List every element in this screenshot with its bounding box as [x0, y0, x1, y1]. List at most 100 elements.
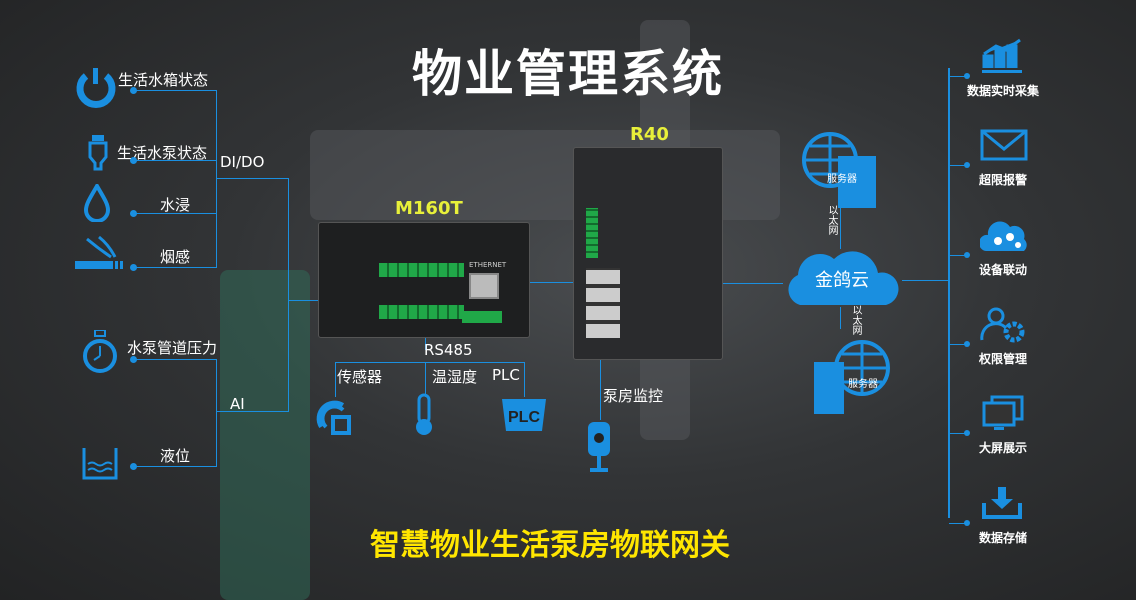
connector-line — [949, 344, 967, 345]
input-label: 烟感 — [160, 248, 191, 266]
connector-dot — [130, 264, 137, 271]
cloud-label: 金鸽云 — [815, 270, 869, 291]
bar-chart-icon — [982, 38, 1022, 73]
connector-line — [134, 359, 217, 360]
plc-icon: PLC — [502, 399, 546, 431]
connector-dot — [130, 87, 137, 94]
input-label: 生活水泵状态 — [117, 144, 208, 162]
camera-icon — [588, 422, 610, 472]
rs485-label: RS485 — [424, 341, 473, 359]
connector-line — [216, 411, 289, 412]
connector-line — [134, 267, 217, 268]
user-gear-icon — [980, 307, 1025, 343]
thermometer-icon — [416, 393, 432, 435]
cloud-icon — [788, 251, 899, 305]
connector-dot — [130, 157, 137, 164]
connector-dot — [964, 341, 970, 347]
terminal-block — [586, 208, 598, 258]
connector-dot — [964, 252, 970, 258]
bg-pump — [220, 270, 310, 600]
connector-line — [723, 283, 783, 284]
peripheral-label: 传感器 — [337, 368, 383, 386]
connector-line — [134, 160, 217, 161]
server-label: 服务器 — [848, 379, 878, 390]
stopwatch-icon — [83, 330, 117, 373]
terminal-block — [462, 311, 502, 323]
connector-dot — [130, 356, 137, 363]
connector-dot — [964, 162, 970, 168]
connector-line — [134, 213, 217, 214]
connector-line — [902, 280, 949, 281]
connector-line — [949, 165, 967, 166]
terminal-block — [379, 263, 464, 277]
slogan: 智慧物业生活泵房物联网关 — [370, 528, 730, 563]
connector-arrow — [840, 205, 841, 249]
connector-line — [216, 90, 217, 268]
terminal-block — [379, 305, 464, 319]
connector-line — [949, 76, 967, 77]
feature-label: 超限报警 — [978, 173, 1027, 187]
connector-dot — [130, 210, 137, 217]
feature-label: 数据实时采集 — [966, 84, 1039, 98]
page-title: 物业管理系统 — [412, 45, 724, 103]
connector-dot — [964, 73, 970, 79]
server-globe-icon — [802, 132, 876, 208]
dido-label: DI/DO — [220, 153, 265, 171]
m160t-device: ETHERNET — [318, 222, 530, 338]
connector-dot — [964, 430, 970, 436]
r40-device — [573, 147, 723, 360]
connector-arrow — [840, 307, 841, 329]
connector-line — [949, 523, 967, 524]
server-globe-icon — [814, 340, 890, 414]
water-level-icon — [82, 448, 118, 480]
ethernet-label: ETHERNET — [469, 261, 507, 269]
ethernet-ports — [586, 268, 620, 338]
ethernet-link-label: 以太网 — [850, 305, 861, 335]
pump-icon — [88, 135, 108, 171]
connector-line — [425, 362, 426, 397]
ethernet-link-label: 以太网 — [826, 205, 837, 235]
peripheral-label: 温湿度 — [432, 368, 478, 386]
water-drop-icon — [84, 184, 110, 222]
connector-line — [216, 359, 217, 467]
connector-line — [425, 338, 426, 350]
connector-line — [335, 362, 336, 397]
peripheral-label: PLC — [492, 366, 520, 384]
smoke-icon — [75, 235, 123, 269]
sensor-icon — [316, 400, 351, 435]
svg-text:PLC: PLC — [508, 409, 540, 426]
connector-line — [524, 362, 525, 397]
connector-line — [335, 362, 525, 363]
monitor-icon — [982, 395, 1024, 430]
feature-label: 权限管理 — [978, 352, 1027, 366]
connector-line — [134, 466, 217, 467]
connector-line — [600, 360, 601, 420]
connector-line — [134, 90, 217, 91]
input-label: 生活水箱状态 — [118, 71, 209, 89]
connector-line — [288, 300, 318, 301]
input-label: 水浸 — [160, 196, 191, 214]
feature-label: 设备联动 — [978, 263, 1027, 277]
ai-label: AI — [230, 395, 245, 413]
feature-bus-line — [948, 68, 950, 518]
ethernet-port — [469, 273, 499, 299]
connector-line — [216, 178, 289, 179]
gears-cloud-icon — [980, 221, 1027, 251]
connector-line — [288, 178, 289, 412]
m160t-label: M160T — [395, 198, 463, 219]
peripheral-label: 泵房监控 — [603, 387, 664, 405]
r40-label: R40 — [630, 124, 669, 145]
download-icon — [982, 487, 1022, 519]
feature-label: 数据存储 — [978, 531, 1027, 545]
connector-dot — [130, 463, 137, 470]
connector-dot — [964, 520, 970, 526]
envelope-icon — [980, 129, 1028, 161]
connector-line — [949, 255, 967, 256]
power-gauge-icon — [76, 68, 116, 108]
input-label: 液位 — [160, 447, 191, 465]
feature-label: 大屏展示 — [978, 441, 1027, 455]
connector-line — [530, 282, 575, 283]
input-label: 水泵管道压力 — [127, 339, 218, 357]
connector-line — [949, 433, 967, 434]
